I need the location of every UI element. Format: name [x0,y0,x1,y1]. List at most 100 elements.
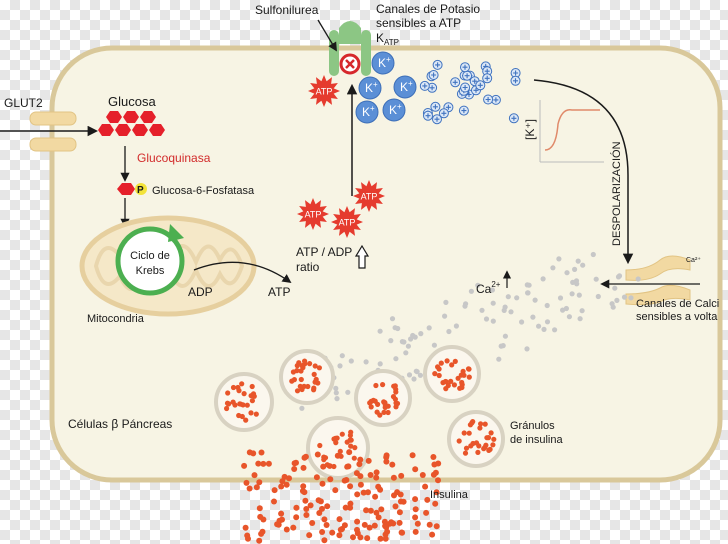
granulos-label-2: de insulina [510,434,563,446]
atp-star [331,206,363,238]
potassium-ion-label: K+ [365,80,378,95]
calcium-ion [405,343,411,349]
potassium-ions: K+K+K+K+K+ [355,51,417,124]
calcium-ion [563,305,570,312]
secreted-insulin-particle [432,500,439,507]
secreted-insulin-particle [383,452,390,459]
cell-type-label: Células β Páncreas [68,417,172,431]
insulin-particle [333,440,339,446]
insulin-particle [307,361,313,367]
secreted-insulin-particle [382,535,389,542]
calcium-ion [614,297,620,303]
calcium-ion [475,282,481,288]
calcium-ion [615,274,622,280]
secreted-insulin-particle [258,530,265,537]
insulin-particle [385,409,391,416]
insulin-particle [302,358,308,364]
calcium-ion [490,300,496,306]
calcium-ion [411,376,417,382]
secreted-insulin-particle [307,502,314,509]
calcium-ion [508,309,514,315]
calcium-ion [556,256,562,262]
insulin-particle [332,435,338,441]
secreted-insulin-particle [424,496,431,503]
calcium-ion [500,343,506,349]
secreted-insulin-particle [430,454,437,460]
calcium-ion [479,307,485,313]
insulin-particle [392,383,398,389]
secreted-insulin-particle [398,472,405,479]
secreted-insulin-particle [373,509,380,516]
secreted-insulin-particle [433,489,440,496]
secreted-insulin-particle [256,505,263,512]
insulin-particle [331,463,337,470]
atp-star-label: ATP [339,218,356,228]
calcium-ion [418,331,424,337]
secreted-insulin-particle [354,491,361,498]
secreted-insulin-particle [354,526,360,533]
insulin-particle [374,409,380,415]
atp-star [353,180,385,212]
plus-icon [493,97,499,103]
secreted-insulin-particle [350,534,356,541]
potassium-ion-label: K+ [378,55,391,70]
plus-icon [462,64,468,70]
calcium-ion [339,353,345,359]
krebs-cycle-ring [115,226,185,296]
secreted-insulin-particle [397,491,404,498]
glucose-hexagon [140,111,156,123]
secreted-insulin-particle [313,474,320,481]
secreted-insulin-particle [373,474,380,481]
calcium-ion [580,262,586,268]
insulin-particle [467,422,473,428]
positive-charges [419,59,521,125]
g6p-molecule [117,183,135,195]
mitocondria-label: Mitocondria [87,313,145,325]
insulin-particle [253,411,259,417]
calcium-ion [377,328,383,334]
secreted-insulin-particle [354,518,361,525]
secreted-insulin-particle [293,514,300,521]
insulin-granule [279,349,335,405]
insulin-particle [311,385,317,391]
calcium-ion [550,265,556,271]
secreted-insulin-particle [396,519,403,526]
atp-label: ATP [268,285,290,299]
calcium-ion [524,282,530,288]
secreted-insulin-particle [388,519,395,526]
insulin-particle [466,374,472,380]
secreted-insulin-particle [346,449,353,456]
calcium-ion [463,301,469,307]
secreted-insulin-particle [378,506,385,513]
calcium-ion [333,385,339,391]
secreted-insulin-particle [365,457,372,464]
secreted-insulin-particle [246,485,253,492]
potassium-ion [355,100,379,124]
calcium-ion [334,396,340,402]
insulin-particle [297,383,303,389]
secreted-insulin-particle [303,506,310,512]
calcium-ion [564,270,570,276]
secreted-insulin-particle [345,463,352,470]
secreted-insulin-particle [336,532,343,539]
calcium-ion [333,390,339,396]
insulin-particle [339,431,345,437]
glucose-hexagon [115,124,131,136]
glucoquinasa-label: Glucoquinasa [137,151,211,165]
secreted-insulin-particle [260,460,267,467]
calcium-ion [496,356,502,362]
calcium-ion [426,325,432,331]
potassium-ion-label: K+ [389,102,402,117]
sulfonilurea-label: Sulfonilurea [255,3,319,17]
secreted-insulin-particle [283,481,290,488]
secreted-insulin-particle [412,506,419,513]
calcium-ion [544,319,551,325]
calcium-ion [337,363,343,369]
secreted-insulin-particle [244,532,251,539]
secreted-insulin-particle [366,524,373,531]
secreted-insulin-particle [426,521,433,528]
insulina-label: Insulina [430,489,469,501]
secreted-insulin-particle [306,532,313,539]
insulin-particle [390,394,397,400]
insulin-particle [375,401,381,407]
